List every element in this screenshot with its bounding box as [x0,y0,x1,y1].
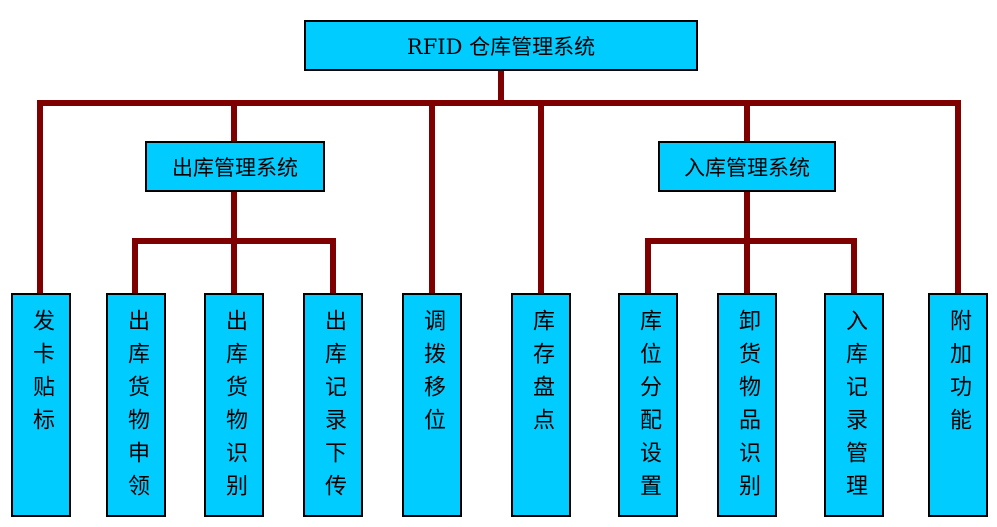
inbound-group-label: 入库管理系统 [684,155,810,180]
leaf-label: 出库货物申领 [124,309,149,507]
leaf-node-fakatiebiao: 发卡贴标 [11,293,71,517]
inbound-group-node: 入库管理系统 [658,141,836,192]
leaf-label: 发卡贴标 [29,309,54,441]
leaf-label: 调拨移位 [420,309,445,441]
leaf-label: 库位分配设置 [636,309,661,507]
root-node: RFID 仓库管理系统 [304,20,698,71]
leaf-label: 出库货物识别 [222,309,247,507]
leaf-label: 卸货物品识别 [735,309,760,507]
leaf-label: 入库记录管理 [842,309,867,507]
leaf-label: 附加功能 [946,309,971,441]
leaf-node-outbound-record: 出库记录下传 [303,293,363,517]
leaf-node-inventory: 库存盘点 [511,293,571,517]
leaf-node-extra-functions: 附加功能 [928,293,988,517]
leaf-node-location-assign: 库位分配设置 [618,293,678,517]
outbound-group-label: 出库管理系统 [172,155,298,180]
leaf-node-outbound-identify: 出库货物识别 [204,293,264,517]
leaf-node-outbound-request: 出库货物申领 [106,293,166,517]
outbound-group-node: 出库管理系统 [145,141,325,192]
leaf-label: 出库记录下传 [321,309,346,507]
leaf-label: 库存盘点 [529,309,554,441]
leaf-node-transfer: 调拨移位 [402,293,462,517]
root-node-label: RFID 仓库管理系统 [406,34,596,59]
leaf-node-unload-identify: 卸货物品识别 [717,293,777,517]
leaf-node-inbound-record: 入库记录管理 [824,293,884,517]
